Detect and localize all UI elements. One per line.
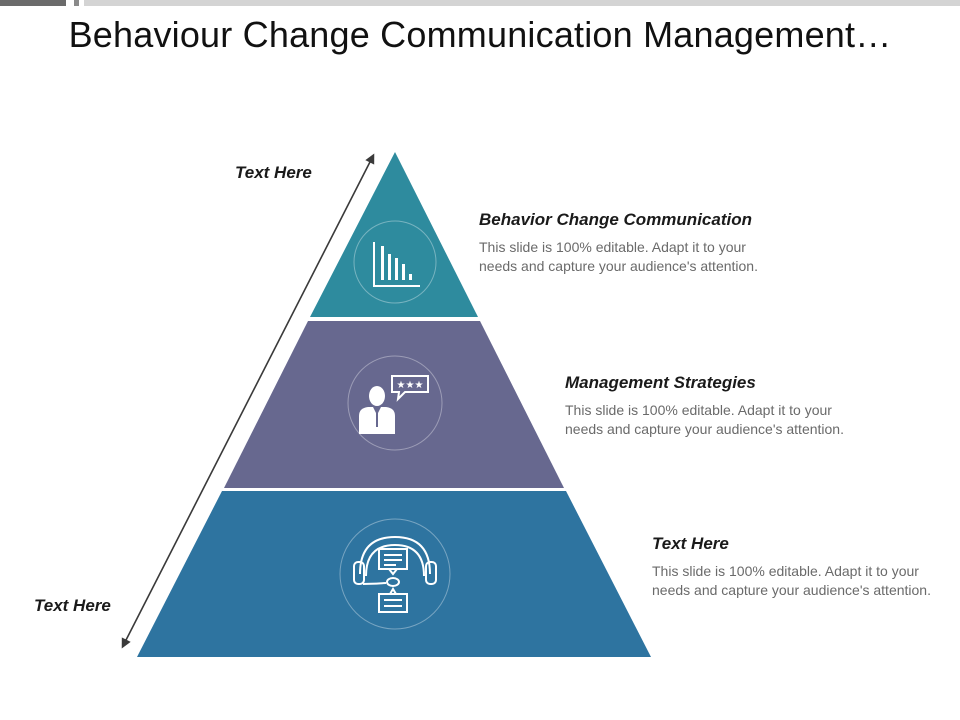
svg-text:★★★: ★★★ xyxy=(397,380,424,391)
double-arrow xyxy=(121,153,375,649)
bar-chart-icon xyxy=(373,242,420,287)
accent-bar-dark xyxy=(0,0,66,6)
businessman-speech-bubble-icon: ★★★ xyxy=(359,375,429,434)
tier-heading: Text Here xyxy=(652,534,729,553)
tier-description-bottom: Text Here This slide is 100% editable. A… xyxy=(652,534,952,600)
accent-bar-light xyxy=(84,0,960,6)
tier-text: This slide is 100% editable. Adapt it to… xyxy=(479,239,758,274)
tier-heading: Behavior Change Communication xyxy=(479,210,752,229)
arrow-label-top: Text Here xyxy=(235,163,312,182)
tier-description-top: Behavior Change Communication This slide… xyxy=(479,210,779,276)
slide-title: Behaviour Change Communication Managemen… xyxy=(68,14,892,55)
arrow-label-bottom: Text Here xyxy=(34,596,111,615)
pyramid-tier-top xyxy=(310,152,478,317)
pyramid-tier-middle xyxy=(224,321,564,488)
accent-bar-mid xyxy=(74,0,79,6)
top-accent-bar xyxy=(0,0,960,6)
tier-text: This slide is 100% editable. Adapt it to… xyxy=(652,563,931,598)
headset-chat-icon xyxy=(353,535,437,613)
tier-description-middle: Management Strategies This slide is 100%… xyxy=(565,373,865,439)
icon-circle-middle xyxy=(347,355,443,451)
icon-circle-top xyxy=(353,220,437,304)
tier-text: This slide is 100% editable. Adapt it to… xyxy=(565,402,844,437)
icon-circle-bottom xyxy=(339,518,451,630)
tier-heading: Management Strategies xyxy=(565,373,756,392)
